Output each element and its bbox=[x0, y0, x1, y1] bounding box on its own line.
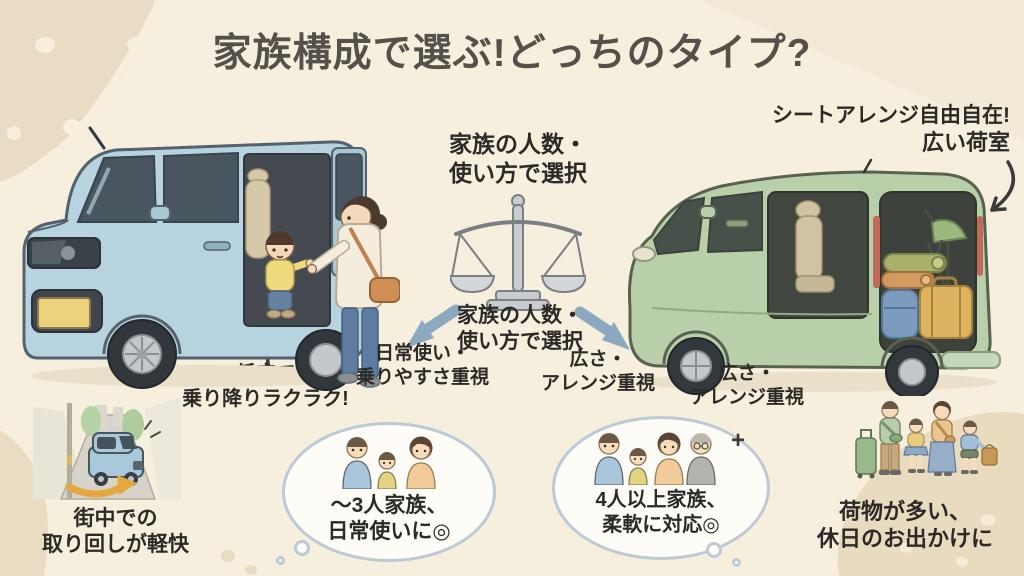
branch-arrow-right-icon bbox=[574, 306, 630, 350]
mother-icon bbox=[927, 401, 957, 476]
balance-scale-icon bbox=[450, 194, 586, 311]
father-icon bbox=[594, 433, 624, 485]
decision-top-label: 家族の人数・使い方で選択 bbox=[449, 131, 587, 186]
large-family-bubble: + 4人以上家族、柔軟に対応◎ bbox=[552, 416, 770, 560]
bubble-tail-small bbox=[732, 558, 741, 567]
right-branch-label: 広さ・アレンジ重視 bbox=[540, 349, 655, 394]
small-family-bubble: 〜3人家族、日常使いに◎ bbox=[282, 422, 496, 562]
bubble-tail-large bbox=[706, 542, 722, 558]
left-branch-label: 日常使い・乗りやすさ重視 bbox=[355, 343, 489, 388]
plus-sign: + bbox=[730, 427, 745, 454]
child-figure bbox=[265, 231, 315, 319]
mother-figure bbox=[306, 196, 400, 388]
father-icon bbox=[342, 437, 372, 489]
branch-arrow-left-icon bbox=[406, 304, 462, 348]
page-title: 家族構成で選ぶ!どっちのタイプ? bbox=[212, 32, 812, 75]
outing-caption: 荷物が多い、休日のお出かけに bbox=[816, 499, 993, 552]
son-with-bag-icon bbox=[960, 420, 998, 474]
bubble-tail-small bbox=[276, 556, 285, 565]
large-family-bubble-text: 4人以上家族、柔軟に対応◎ bbox=[595, 489, 727, 536]
mother-icon bbox=[406, 436, 436, 489]
family-of-three-icon bbox=[342, 436, 436, 489]
daughter-icon bbox=[903, 418, 929, 473]
minivan-priority-label: 広さ・アレンジ重視 bbox=[689, 363, 804, 408]
family-of-four-icon bbox=[594, 432, 716, 485]
child-icon bbox=[628, 448, 648, 485]
bubble-tail-large bbox=[294, 540, 310, 556]
kei-wagon-illustration bbox=[22, 126, 400, 391]
street-car-icon bbox=[88, 420, 161, 486]
mother-icon bbox=[654, 432, 684, 485]
father-with-suitcase-icon bbox=[855, 401, 903, 479]
street-scene-illustration bbox=[33, 397, 181, 500]
minivan-illustration bbox=[628, 158, 1001, 396]
small-family-bubble-text: 〜3人家族、日常使いに◎ bbox=[327, 494, 451, 544]
seat-arrange-note: シートアレンジ自由自在!広い荷室 bbox=[772, 104, 1010, 156]
decision-bottom-label: 家族の人数・使い方で選択 bbox=[457, 304, 583, 354]
grandfather-icon bbox=[686, 433, 716, 485]
child-icon bbox=[377, 452, 397, 489]
outing-family-illustration bbox=[855, 401, 998, 479]
cargo-arrow-icon bbox=[990, 160, 1015, 212]
street-caption: 街中での取り回しが軽快 bbox=[42, 507, 189, 557]
